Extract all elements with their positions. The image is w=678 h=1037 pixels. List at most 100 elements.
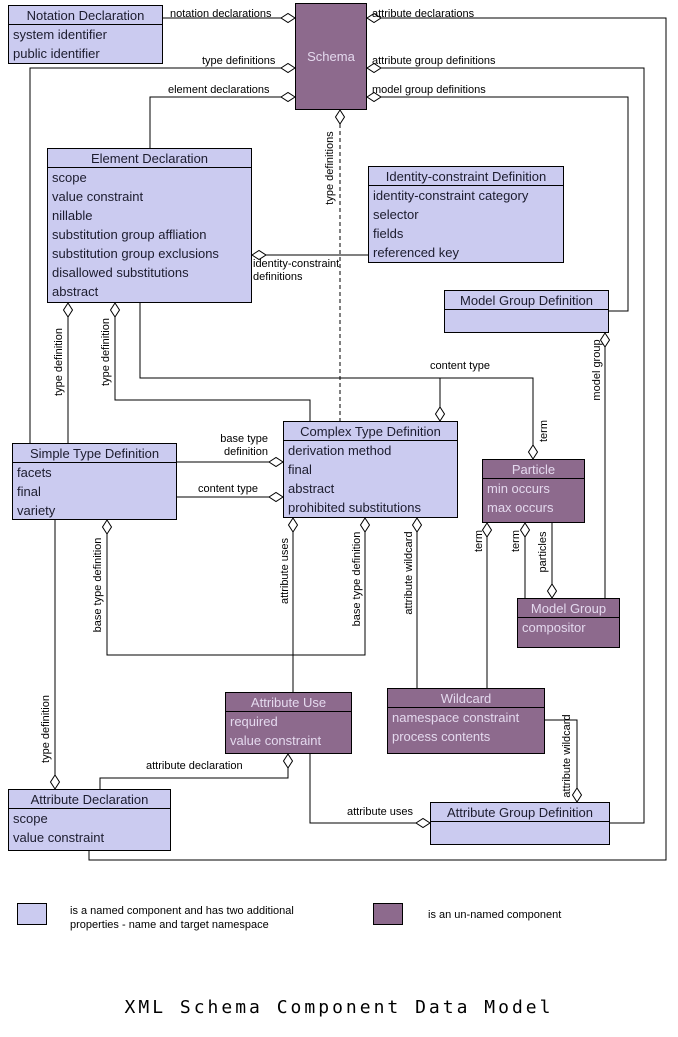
aggregation-diamond [109, 302, 121, 318]
aggregation-diamond [546, 583, 558, 599]
node-property: required [230, 714, 278, 729]
edge-label-attribute-uses-bottom: attribute uses [347, 806, 414, 818]
aggregation-diamond [366, 12, 382, 24]
node-property: final [288, 462, 312, 477]
node-schema: Schema [295, 3, 367, 110]
connector-line [29, 67, 295, 443]
node-property: min occurs [487, 481, 550, 496]
node-property: prohibited substitutions [288, 500, 421, 515]
node-property: compositor [522, 620, 586, 635]
edge-label-model-group-definitions: model group definitions [372, 84, 486, 96]
node-property: nillable [52, 208, 93, 223]
node-title: Particle [483, 460, 584, 479]
legend-swatch-named [17, 903, 47, 925]
edge-label-element-declarations: element declarations [168, 84, 270, 96]
node-property: system identifier [13, 27, 107, 42]
aggregation-diamond [415, 817, 431, 829]
edge-label-identity-constraint-definitions: identity-constraint definitions [253, 258, 340, 283]
edge-label-attribute-declaration: attribute declaration [146, 760, 243, 772]
edge-label-attribute-group-definitions: attribute group definitions [372, 55, 496, 67]
node-property: abstract [288, 481, 335, 496]
node-property: value constraint [13, 830, 105, 845]
aggregation-diamond [519, 522, 531, 538]
edge-label-attribute-declarations: attribute declarations [372, 8, 475, 20]
node-property: max occurs [487, 500, 554, 515]
aggregation-diamond [366, 91, 382, 103]
edge-label-type-definition-b: type definition [100, 318, 112, 386]
aggregation-diamond [280, 91, 296, 103]
connector-line [149, 96, 295, 148]
node-attribute-group-definition: Attribute Group Definition [430, 802, 610, 845]
node-title: Element Declaration [48, 149, 251, 168]
connector-line [139, 303, 534, 459]
aggregation-diamond [287, 517, 299, 533]
aggregation-diamond [434, 406, 446, 422]
node-attribute-declaration: Attribute Declaration scope value constr… [8, 789, 171, 851]
node-title: Schema [307, 49, 355, 64]
diagram-title: XML Schema Component Data Model [124, 997, 554, 1018]
aggregation-diamond [268, 456, 284, 468]
node-title: Model Group [518, 599, 619, 618]
node-property: public identifier [13, 46, 100, 61]
node-property: scope [52, 170, 87, 185]
connector-line [545, 719, 578, 802]
aggregation-diamond [359, 517, 371, 533]
edge-label-attribute-wildcard-right: attribute wildcard [561, 714, 573, 798]
node-title: Simple Type Definition [13, 444, 176, 463]
node-title: Attribute Group Definition [431, 803, 609, 822]
node-property: fields [373, 226, 404, 241]
node-identity-constraint-definition: Identity-constraint Definition identity-… [368, 166, 564, 263]
legend-swatch-unnamed [373, 903, 403, 925]
aggregation-diamond [268, 491, 284, 503]
node-wildcard: Wildcard namespace constraint process co… [387, 688, 545, 754]
aggregation-diamond [366, 62, 382, 74]
aggregation-diamond [599, 332, 611, 348]
connector-line [106, 532, 366, 656]
node-property: value constraint [52, 189, 144, 204]
edge-label-model-group: model group [591, 339, 603, 401]
connector-line [367, 96, 629, 312]
aggregation-diamond [282, 753, 294, 769]
connector-line [367, 67, 645, 824]
edge-label-base-type-definition-simple: base type definition [92, 537, 104, 633]
node-property: derivation method [288, 443, 392, 458]
node-model-group: Model Group compositor [517, 598, 620, 648]
node-property: abstract [52, 284, 99, 299]
node-attribute-use: Attribute Use required value constraint [225, 692, 352, 754]
node-property: selector [373, 207, 419, 222]
node-title: Model Group Definition [445, 291, 608, 310]
aggregation-diamond [49, 774, 61, 790]
edge-label-attribute-uses-vertical: attribute uses [279, 537, 291, 605]
node-property: variety [17, 503, 56, 518]
aggregation-diamond [251, 249, 267, 261]
node-title: Complex Type Definition [284, 422, 457, 441]
node-title: Identity-constraint Definition [369, 167, 563, 186]
node-property: process contents [392, 729, 491, 744]
edge-label-type-definition-a: type definition [53, 328, 65, 396]
node-property: facets [17, 465, 52, 480]
aggregation-diamond [411, 517, 423, 533]
aggregation-diamond [571, 787, 583, 803]
node-property: substitution group affliation [52, 227, 207, 242]
legend-text-unnamed: is an un-named component [428, 909, 562, 921]
aggregation-diamonds [49, 12, 611, 829]
aggregation-diamond [334, 109, 346, 125]
node-element-declaration: Element Declaration scope value constrai… [47, 148, 252, 303]
node-property: final [17, 484, 41, 499]
edge-label-type-definitions: type definitions [202, 55, 276, 67]
edge-label-term-top: term [538, 420, 550, 442]
node-property: disallowed substitutions [52, 265, 189, 280]
edge-label-base-type-definition: base type definition [220, 433, 268, 458]
node-simple-type-definition: Simple Type Definition facets final vari… [12, 443, 177, 520]
node-complex-type-definition: Complex Type Definition derivation metho… [283, 421, 458, 518]
node-property: identity-constraint category [373, 188, 529, 203]
node-property: substitution group exclusions [52, 246, 219, 261]
node-property: value constraint [230, 733, 322, 748]
edge-label-particles: particles [537, 531, 549, 573]
edge-label-term-1: term [473, 530, 485, 552]
connector-line [88, 17, 667, 861]
node-property: referenced key [373, 245, 459, 260]
aggregation-diamond [280, 62, 296, 74]
